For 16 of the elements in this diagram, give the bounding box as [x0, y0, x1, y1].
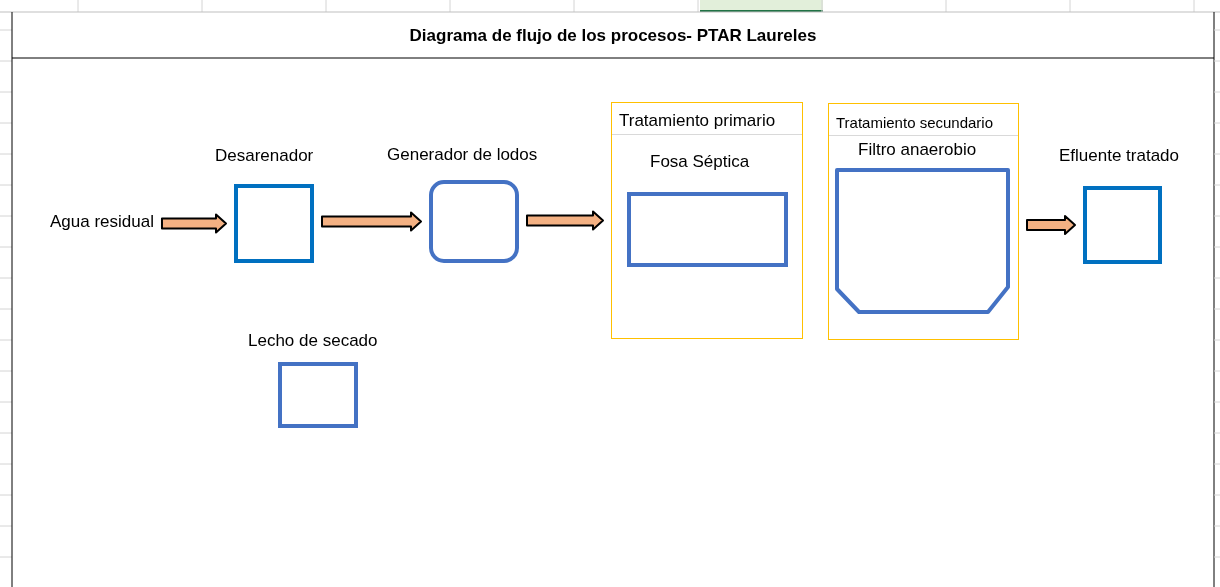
- panel-heading: Tratamiento secundario: [829, 104, 1018, 136]
- block-arrow: [526, 210, 604, 231]
- process-label: Generador de lodos: [387, 145, 538, 165]
- stage-panel: [828, 103, 1019, 340]
- diagram-title: Diagrama de flujo de los procesos- PTAR Laureles: [408, 26, 818, 46]
- process-label: Desarenador: [215, 146, 314, 166]
- panel-heading: Tratamiento primario: [612, 103, 802, 135]
- block-arrow: [1026, 215, 1076, 235]
- process-label: Efluente tratado: [1059, 146, 1180, 166]
- process-label: Filtro anaerobio: [858, 140, 977, 160]
- stage-panel: [611, 102, 803, 339]
- process-label: Lecho de secado: [248, 331, 378, 351]
- process-label: Fosa Séptica: [650, 152, 750, 172]
- input-label: Agua residual: [50, 212, 154, 232]
- block-arrow: [160, 213, 227, 234]
- block-arrow: [321, 211, 422, 232]
